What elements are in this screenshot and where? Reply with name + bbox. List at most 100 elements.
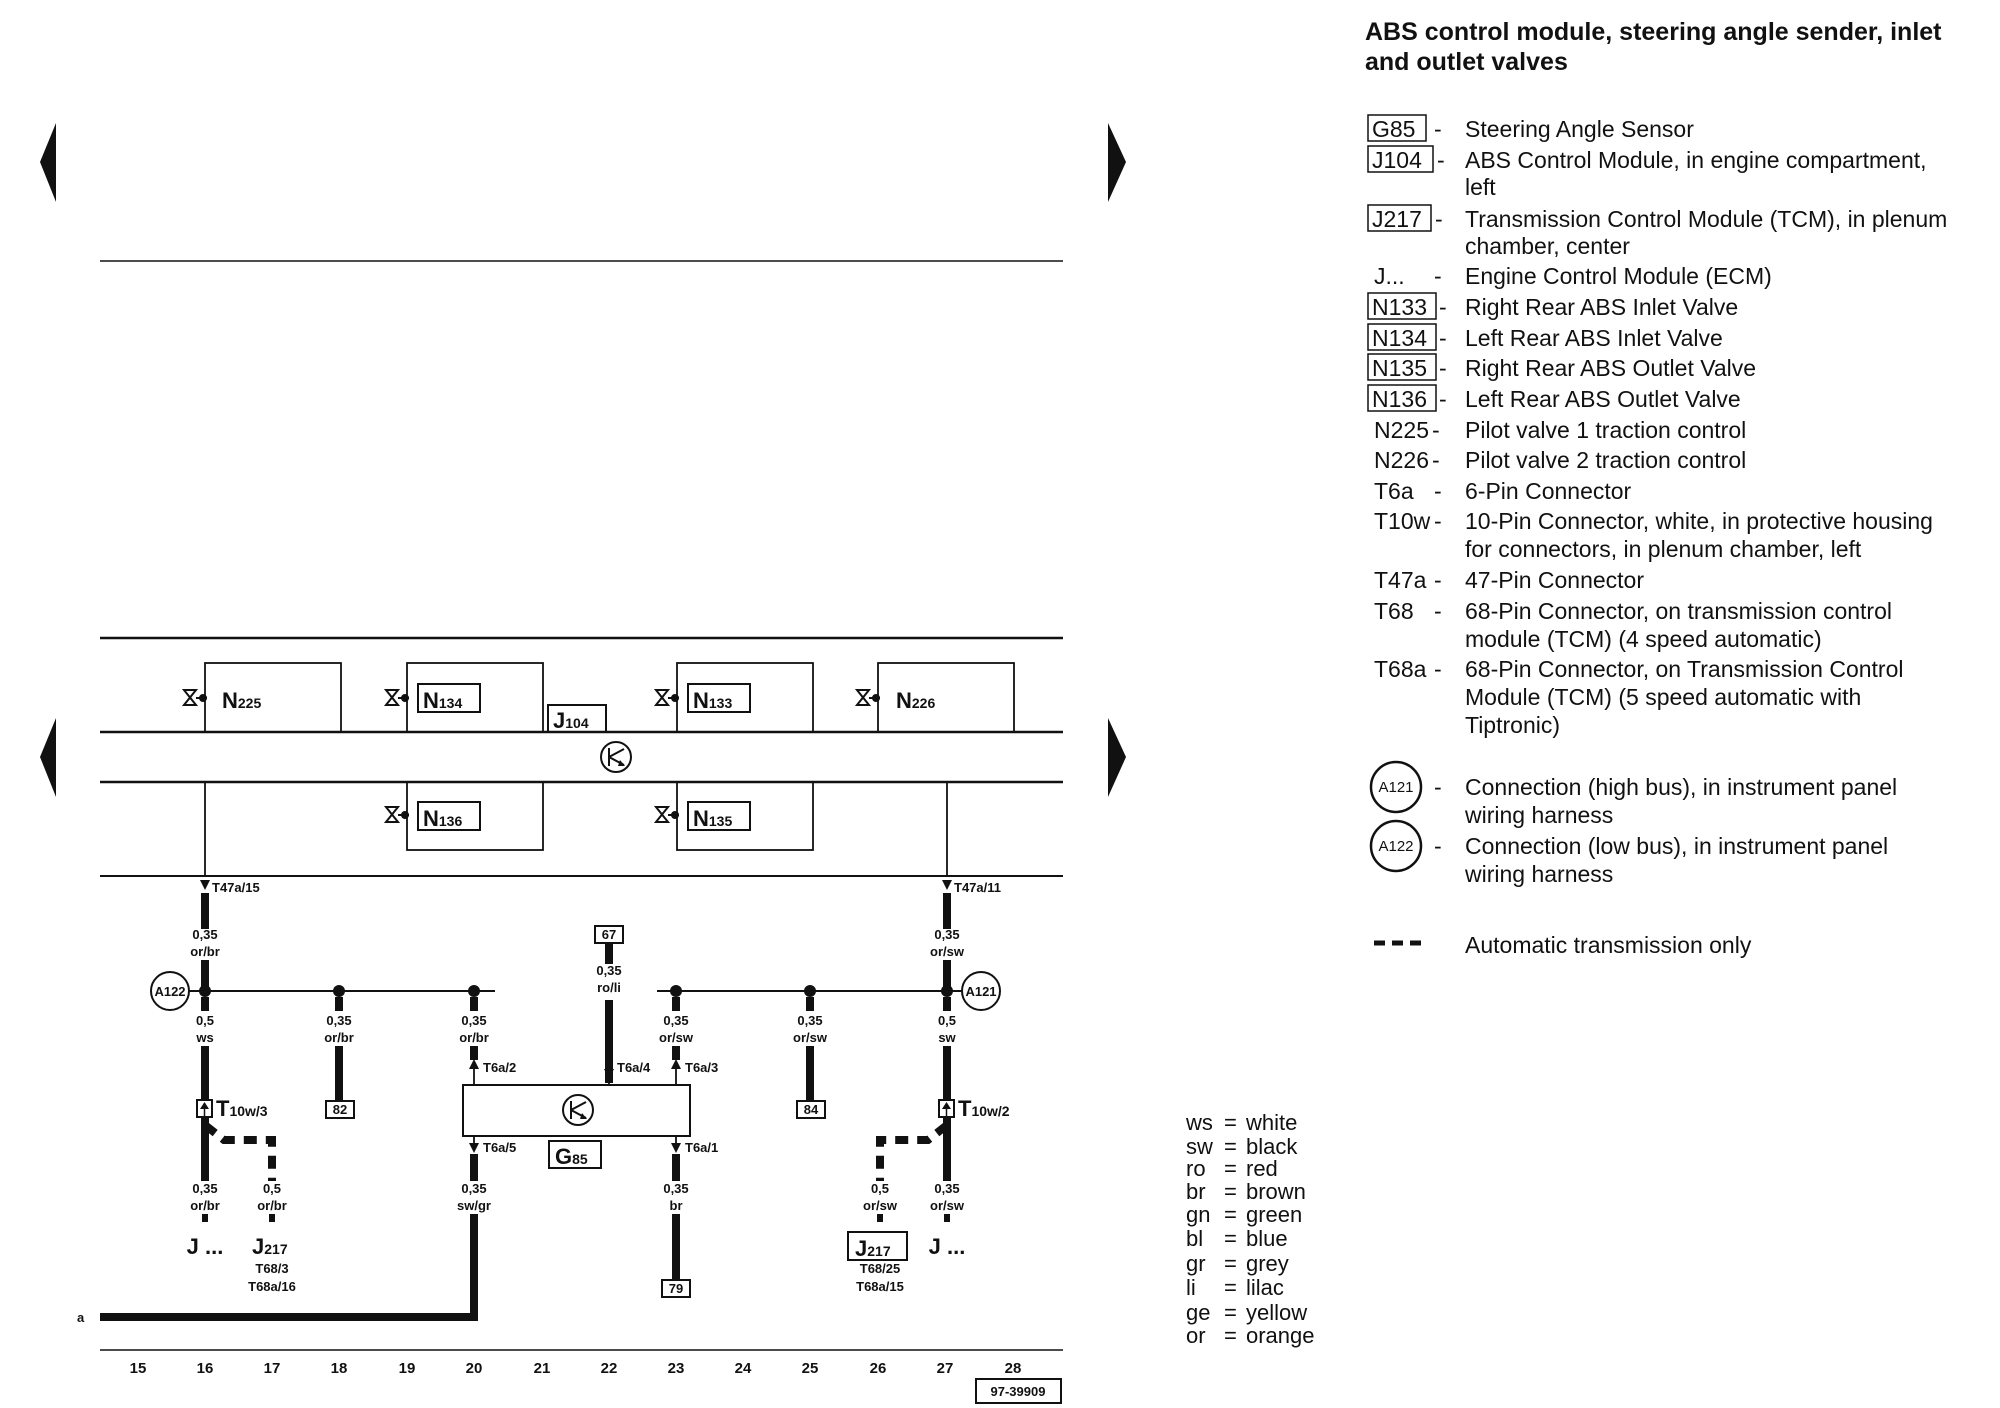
wire-label-size: 0,35 [192,1181,217,1196]
t6a-1-label: T6a/1 [685,1140,718,1155]
svg-text:ABS Control Module, in engine: ABS Control Module, in engine compartmen… [1465,147,1927,173]
svg-text:-: - [1439,386,1447,412]
svg-text:Connection (low bus), in instr: Connection (low bus), in instrument pane… [1465,833,1888,859]
wire-color-key: ws=white sw=black ro=red br=brown gn=gre… [1185,1110,1315,1348]
track-number: 18 [331,1360,348,1377]
svg-text:Left Rear ABS Inlet Valve: Left Rear ABS Inlet Valve [1465,325,1723,351]
svg-text:for connectors, in plenum cham: for connectors, in plenum chamber, left [1465,536,1862,562]
sensor-icon [562,1094,594,1126]
track-numbers: 15 16 17 18 19 20 21 22 23 24 25 26 27 2… [130,1360,1022,1377]
track-number: 27 [937,1360,954,1377]
n135-label-box [687,801,751,831]
ref-82-label: 82 [333,1102,347,1117]
wire-label-size: 0,5 [263,1181,281,1196]
track-number: 25 [802,1360,819,1377]
svg-text:-: - [1439,325,1447,351]
svg-text:T6a: T6a [1374,478,1414,504]
svg-text:gr: gr [1186,1251,1206,1276]
legend-connection-item: A121 - Connection (high bus), in instrum… [1369,760,1897,828]
legend-item: T47a - 47-Pin Connector [1374,567,1644,593]
j217-right-label: J217 [855,1236,891,1261]
svg-text:=: = [1224,1300,1237,1325]
wire-label-color: or/sw [659,1030,694,1045]
page-prev-arrow-bottom[interactable] [40,718,56,797]
legend-item: N135 - Right Rear ABS Outlet Valve [1367,353,1756,381]
legend-item: N136 - Left Rear ABS Outlet Valve [1367,384,1741,412]
page-title-line2: and outlet valves [1365,48,1568,76]
svg-text:N136: N136 [1372,386,1427,412]
t47a-11-label: T47a/11 [954,880,1001,895]
wire-label-size: 0,5 [938,1013,956,1028]
svg-text:N133: N133 [1372,294,1427,320]
page-next-arrow-top[interactable] [1108,123,1126,202]
legend-item: T68 - 68-Pin Connector, on transmission … [1374,598,1892,652]
svg-text:68-Pin Connector, on Transmiss: 68-Pin Connector, on Transmission Contro… [1465,656,1904,682]
t6a-4-label: T6a/4 [617,1060,651,1075]
svg-text:-: - [1434,656,1442,682]
wire-label-color: or/sw [793,1030,828,1045]
svg-text:=: = [1224,1226,1237,1251]
connector-arrow-icon [200,880,210,890]
svg-text:-: - [1434,508,1442,534]
svg-text:N225: N225 [1374,417,1429,443]
svg-text:T47a: T47a [1374,567,1427,593]
wire-label-size: 0,35 [797,1013,822,1028]
wire-label-size: 0,35 [326,1013,351,1028]
svg-text:-: - [1439,294,1447,320]
svg-text:gn: gn [1186,1202,1210,1227]
svg-text:black: black [1246,1134,1298,1159]
connector-arrow-icon [671,1059,681,1069]
n133-label: N133 [693,688,732,713]
page-next-arrow-bottom[interactable] [1108,718,1126,797]
wire-label-color: or/sw [930,944,965,959]
svg-text:green: green [1246,1202,1302,1227]
track-number: 23 [668,1360,685,1377]
t10w-3-label: T10w/3 [216,1096,268,1121]
svg-text:Module (TCM) (5 speed automati: Module (TCM) (5 speed automatic with [1465,684,1861,710]
svg-text:-: - [1435,206,1443,232]
svg-text:or: or [1186,1323,1206,1348]
svg-text:-: - [1434,263,1442,289]
svg-text:T10w: T10w [1374,508,1431,534]
t6a-3-label: T6a/3 [685,1060,718,1075]
n136-label: N136 [423,806,462,831]
svg-text:-: - [1434,478,1442,504]
legend: G85 - Steering Angle Sensor J104 - ABS C… [1367,114,1947,958]
connector-arrow-icon [604,1069,614,1079]
svg-text:li: li [1186,1275,1196,1300]
splice-a121 [961,971,1001,1011]
wire-label-size: 0,35 [596,963,621,978]
wire-label-size: 0,35 [192,927,217,942]
t47a-15-label: T47a/15 [212,880,260,895]
wire-label-color: ws [195,1030,213,1045]
svg-text:=: = [1224,1323,1237,1348]
j217-right-label-box [847,1231,908,1261]
svg-text:ws: ws [1185,1110,1213,1135]
track-number: 19 [399,1360,416,1377]
page-prev-arrow-top[interactable] [40,123,56,202]
svg-text:sw: sw [1186,1134,1213,1159]
n226-label: N226 [896,688,935,713]
diagram-id: 97-39909 [991,1384,1046,1399]
wire-label-color: br [670,1198,683,1213]
svg-text:N134: N134 [1372,325,1427,351]
svg-text:6-Pin Connector: 6-Pin Connector [1465,478,1632,504]
wire-26-dashed [876,1121,950,1181]
t6a-5-label: T6a/5 [483,1140,516,1155]
svg-text:N135: N135 [1372,355,1427,381]
n134-label: N134 [423,688,462,713]
wire-label-color: ro/li [597,980,621,995]
legend-item: J217 - Transmission Control Module (TCM)… [1367,204,1947,259]
g85-label-box [548,1140,602,1169]
svg-text:module (TCM) (4 speed automati: module (TCM) (4 speed automatic) [1465,626,1822,652]
t68a-16-label: T68a/16 [248,1279,296,1294]
svg-text:=: = [1224,1156,1237,1181]
svg-text:Right Rear ABS Inlet Valve: Right Rear ABS Inlet Valve [1465,294,1738,320]
splice-a122 [150,971,190,1011]
j104-label: J104 [553,708,589,733]
ref-79-box [661,1279,691,1298]
wire-label-color: or/sw [930,1198,965,1213]
legend-item: J104 - ABS Control Module, in engine com… [1367,145,1927,200]
ref-82-box [325,1100,355,1119]
